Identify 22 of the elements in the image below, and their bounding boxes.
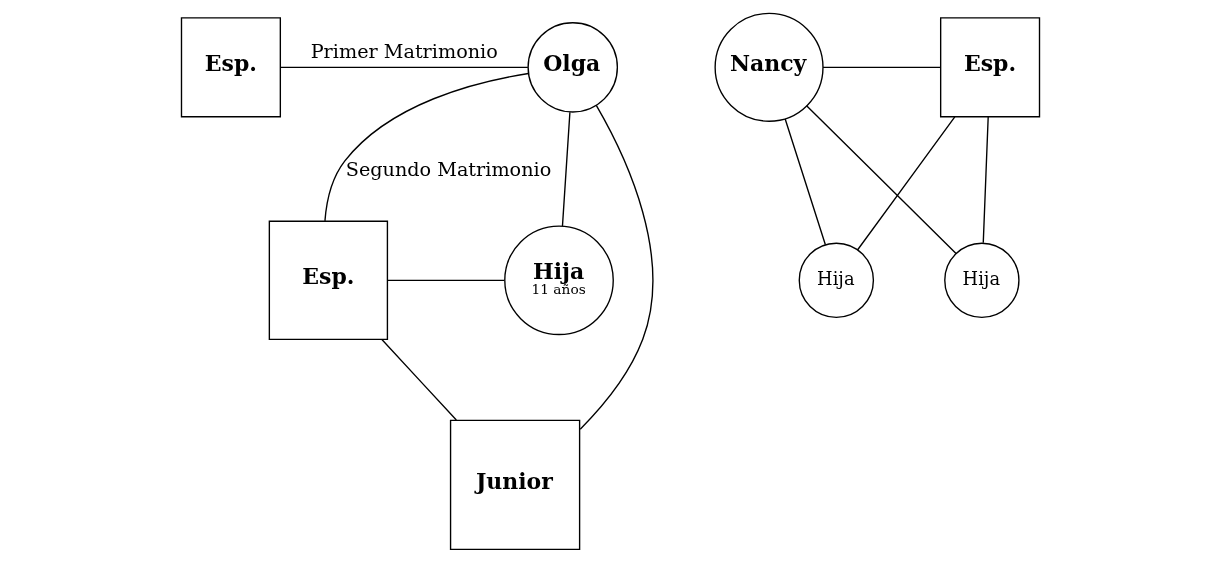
edge-label: Segundo Matrimonio bbox=[345, 158, 551, 182]
connector bbox=[323, 72, 529, 222]
connector bbox=[784, 118, 826, 246]
node-box: Esp. bbox=[180, 17, 281, 118]
connector bbox=[805, 105, 957, 255]
node-circle: Hija bbox=[798, 242, 874, 319]
connector bbox=[579, 104, 653, 430]
node-circle: Hija 11 años bbox=[503, 225, 614, 336]
connector bbox=[561, 111, 571, 227]
node-circle: Hija bbox=[943, 242, 1020, 319]
connector bbox=[856, 116, 955, 251]
connector bbox=[279, 66, 529, 69]
connector bbox=[380, 338, 457, 421]
connector bbox=[821, 66, 941, 69]
node-circle: Nancy bbox=[713, 12, 824, 122]
edge-label: Primer Matrimonio bbox=[310, 40, 498, 63]
node-box: Esp. bbox=[939, 17, 1040, 118]
node-box: Junior bbox=[449, 419, 580, 551]
node-circle: Olga bbox=[526, 22, 618, 113]
connector bbox=[386, 279, 505, 281]
connector bbox=[982, 116, 989, 244]
node-box: Esp. bbox=[268, 220, 388, 341]
